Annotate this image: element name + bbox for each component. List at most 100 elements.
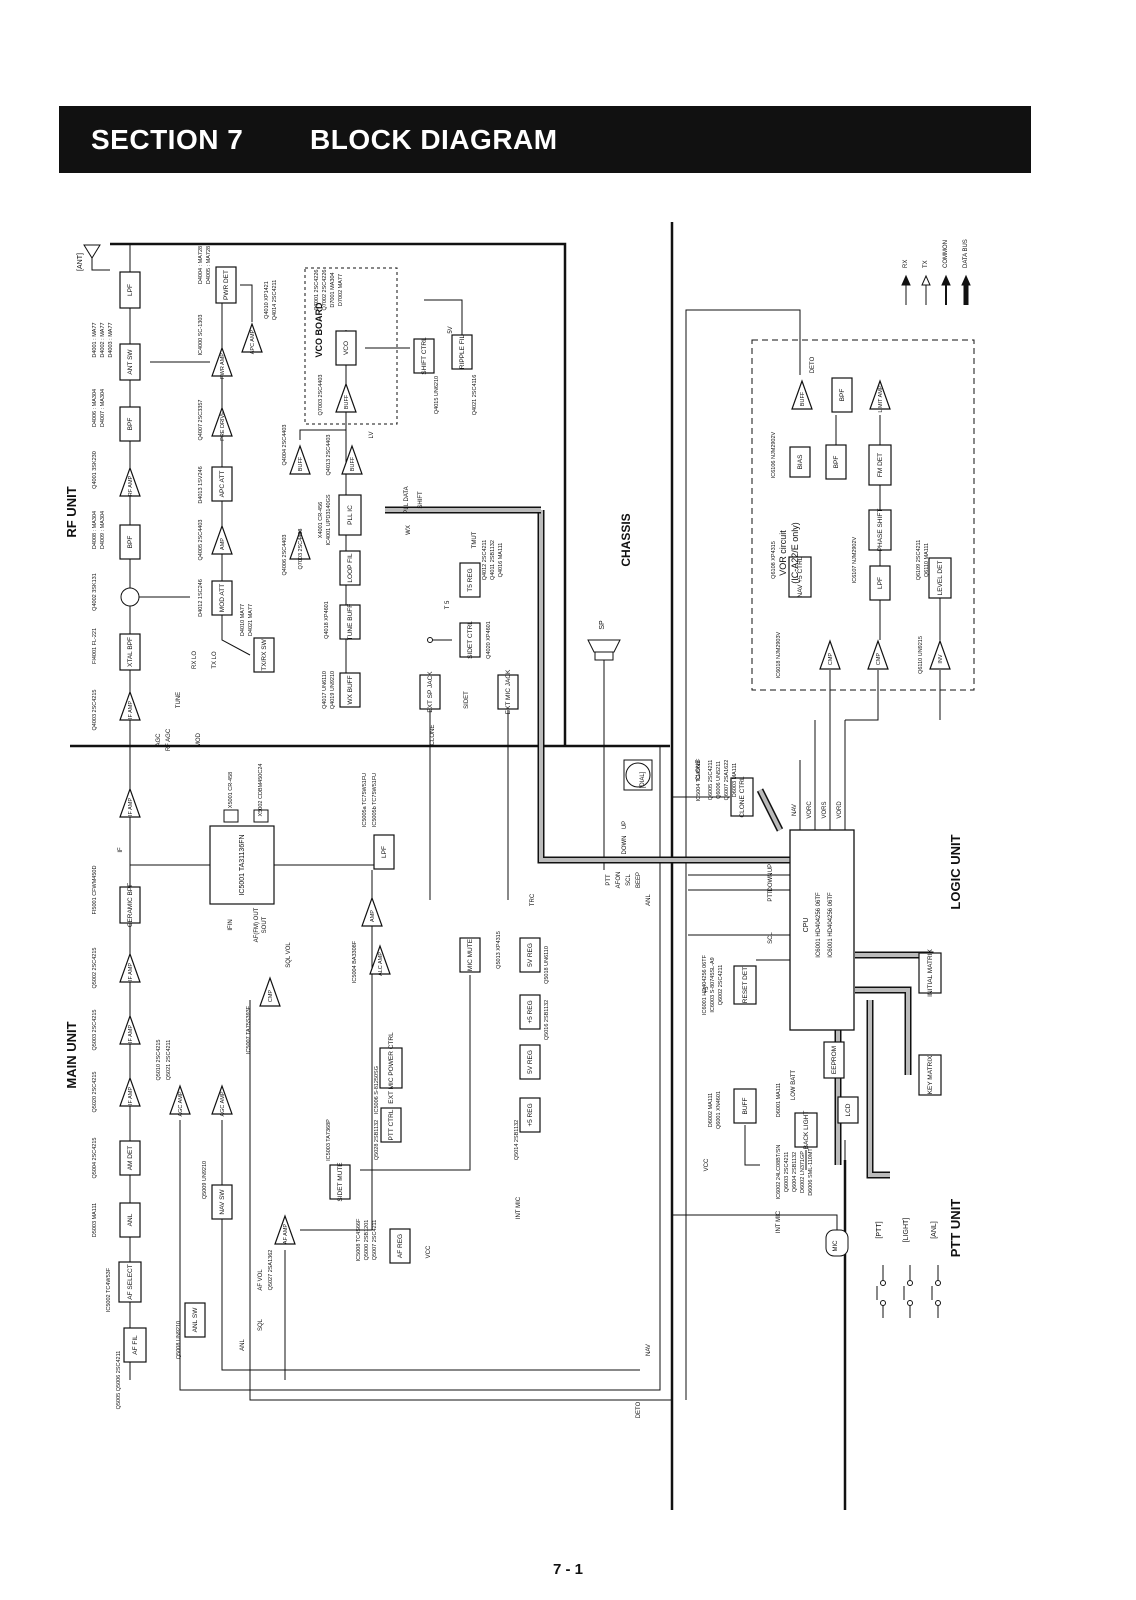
- section-number: SECTION 7: [91, 124, 244, 155]
- logic-part-label: Q6005 2SC4211: [708, 760, 714, 801]
- tx-audio: [300, 870, 373, 1231]
- am-det: AM DET: [119, 1140, 141, 1176]
- if-amp-main-4-label: IF AMP: [128, 1087, 134, 1105]
- mod-att-frame: [211, 580, 233, 616]
- main-signal-label: ANL: [646, 894, 652, 906]
- rf-signal-label: SHIFT: [418, 491, 424, 509]
- ripple-fil: RIPPLE FIL: [451, 334, 473, 370]
- main-signal-label: SCL: [626, 874, 632, 886]
- logic-signal-label: CLONE: [696, 760, 702, 781]
- logic-part-label: IC5004 TC4S66F: [696, 758, 702, 801]
- logic-unit-label: LOGIC UNIT: [948, 834, 963, 909]
- main-part-label: IC5003 TA7368P: [326, 1119, 332, 1161]
- logic-part-label: IC6002 24LC08BT/SN: [776, 1145, 782, 1200]
- vco-split: [299, 429, 346, 440]
- bpf-2-frame: [119, 524, 141, 560]
- af-fil: AF FIL: [123, 1327, 147, 1363]
- mic-route: [360, 975, 471, 1171]
- buff-1: BUFF: [289, 444, 311, 475]
- vor-buff-label: BUFF: [800, 391, 806, 406]
- part-label: D4001 : MA77: [92, 322, 98, 357]
- buff-3: Q7003 2SC4403: [289, 529, 311, 569]
- shift-ctrl: SHIFT CTRL: [413, 337, 435, 375]
- rf-signal-label: T 5: [445, 600, 451, 609]
- ext-mic-jack-frame: [497, 674, 519, 710]
- vor-lpf-label: LPF: [877, 577, 884, 589]
- logic-part-label: D6002 MA111: [708, 1093, 714, 1127]
- dial-frame: [623, 759, 653, 791]
- legend-arrow-2: [941, 274, 951, 305]
- main-part-label: Q5020 2SC4215: [92, 1072, 98, 1113]
- vco-buff-label: BUFF: [344, 394, 350, 409]
- tune-buff-label: TUNE BUFF: [347, 604, 354, 641]
- lcd-frame: [837, 1096, 859, 1124]
- buff-2-label: BUFF: [350, 456, 356, 471]
- rf-signal-label: RF AGC: [166, 728, 172, 751]
- logic-signal-label: PTT: [768, 890, 774, 902]
- vor-buff: BUFF: [791, 379, 813, 410]
- ptt-switch-contact: [935, 1280, 941, 1286]
- lpf: LPF: [119, 271, 141, 309]
- limit-amp: LIMIT AMP: [869, 379, 891, 413]
- tx-rx-sw-frame: [253, 637, 275, 673]
- tx-rx-sw-label: TX/RX SW: [261, 638, 268, 670]
- ant-sw-label: ANT SW: [127, 349, 134, 375]
- rf-unit-label: RF UNIT: [64, 486, 79, 537]
- logic-part-label: IC6003 S-80745SL-A9: [710, 957, 716, 1012]
- anl-frame: [119, 1202, 141, 1238]
- lpf-frame: [119, 271, 141, 309]
- bpf-1-frame: [119, 406, 141, 442]
- part-label: FI4001 FL-221: [92, 628, 98, 664]
- af-select-frame: [118, 1261, 142, 1303]
- page-number: 7 - 1: [552, 1561, 583, 1578]
- agc-amp-2-shape: [211, 1084, 233, 1115]
- tune-buff-frame: [339, 604, 361, 640]
- logic-part-label: IC6001 HD404256 06TF: [702, 954, 708, 1015]
- nav-ctrl: NAV +5 CTRL: [788, 556, 812, 598]
- vor-buff-shape: [791, 379, 813, 410]
- logic-signal-label: VORC: [807, 801, 813, 819]
- rf-signal-label: TX LO: [212, 651, 218, 669]
- mic-mute-label: MIC MUTE: [467, 938, 474, 971]
- ext-mic-jack: EXT MIC JACK: [497, 669, 519, 714]
- logic-signal-label: LOW BATT: [791, 1070, 797, 1101]
- eeprom-label: EEPROM: [831, 1046, 838, 1074]
- ceramic-bpf-frame: [119, 886, 141, 924]
- rf-unit-border: [110, 242, 567, 746]
- logic-signal-label: NAV: [792, 804, 798, 816]
- if-amp-main-1-shape: [119, 787, 141, 818]
- initial-matrix-frame: [918, 952, 942, 994]
- cpu-part-label: IC6001 HD404256 06TF: [816, 892, 822, 958]
- lpf-main: LPF: [373, 834, 395, 870]
- phase-shift: PHASE SHIFT: [868, 509, 892, 551]
- bias-frame: [789, 446, 811, 478]
- key-matrix-bus-fill: [855, 988, 910, 1075]
- part-label: Q4018 XP4601: [324, 601, 330, 639]
- part-label: Q7002 2SC4226: [322, 270, 328, 311]
- nav-sw-label: NAV SW: [219, 1189, 226, 1215]
- main-part-label: Q5018 UN6110: [544, 946, 550, 984]
- clone-ctrl-label: CLONE CTRL: [739, 776, 746, 818]
- main-part-label: Q5009 UN9210: [202, 1161, 208, 1199]
- vor-lpf: LPF: [869, 565, 891, 601]
- part-label: Q4002 3SK131: [92, 573, 98, 611]
- main-signal-label: IF: [118, 847, 124, 853]
- main-part-label: Q5027 2SA1362: [268, 1250, 274, 1291]
- xtal-bpf-label: XTAL BPF: [127, 637, 134, 667]
- lcd-label: LCD: [845, 1103, 852, 1116]
- vor-lpf-frame: [869, 565, 891, 601]
- amp-tx-shape: [211, 524, 233, 555]
- eeprom: EEPROM: [823, 1041, 845, 1079]
- anl-sw-label: ANL SW: [192, 1307, 199, 1333]
- clone-ctrl-frame: [730, 777, 754, 817]
- buff-line: [744, 1125, 760, 1166]
- main-part-label: Q5004 2SC4215: [92, 1138, 98, 1179]
- anl: ANL: [119, 1202, 141, 1238]
- vor-cmp-2-label: CMP: [876, 653, 882, 666]
- section-title: BLOCK DIAGRAM: [310, 124, 558, 155]
- amp-main-label: AMP: [370, 910, 376, 922]
- cpu-box: [789, 829, 855, 1031]
- if-amp-main-3-label: IF AMP: [128, 1025, 134, 1043]
- sidet-ctrl-label: SIDET CTRL: [467, 621, 474, 659]
- 5v-reg-2-frame: [519, 1044, 541, 1080]
